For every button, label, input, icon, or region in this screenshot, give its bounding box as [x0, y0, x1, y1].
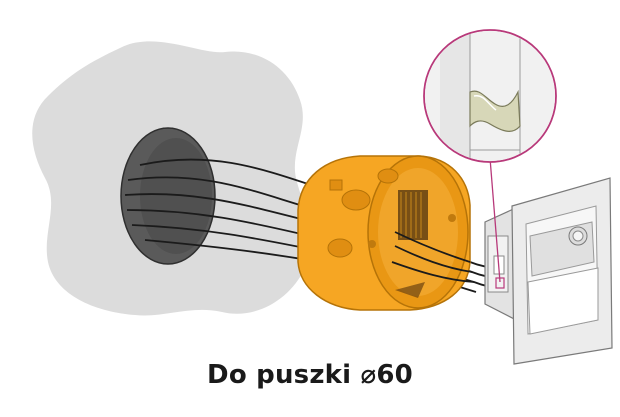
junction-box-icon: [297, 155, 471, 311]
caption: Do puszki ⌀60: [207, 360, 413, 390]
mounting-clip-detail-icon: [423, 29, 557, 289]
led-light-fixture-icon: [484, 177, 613, 365]
